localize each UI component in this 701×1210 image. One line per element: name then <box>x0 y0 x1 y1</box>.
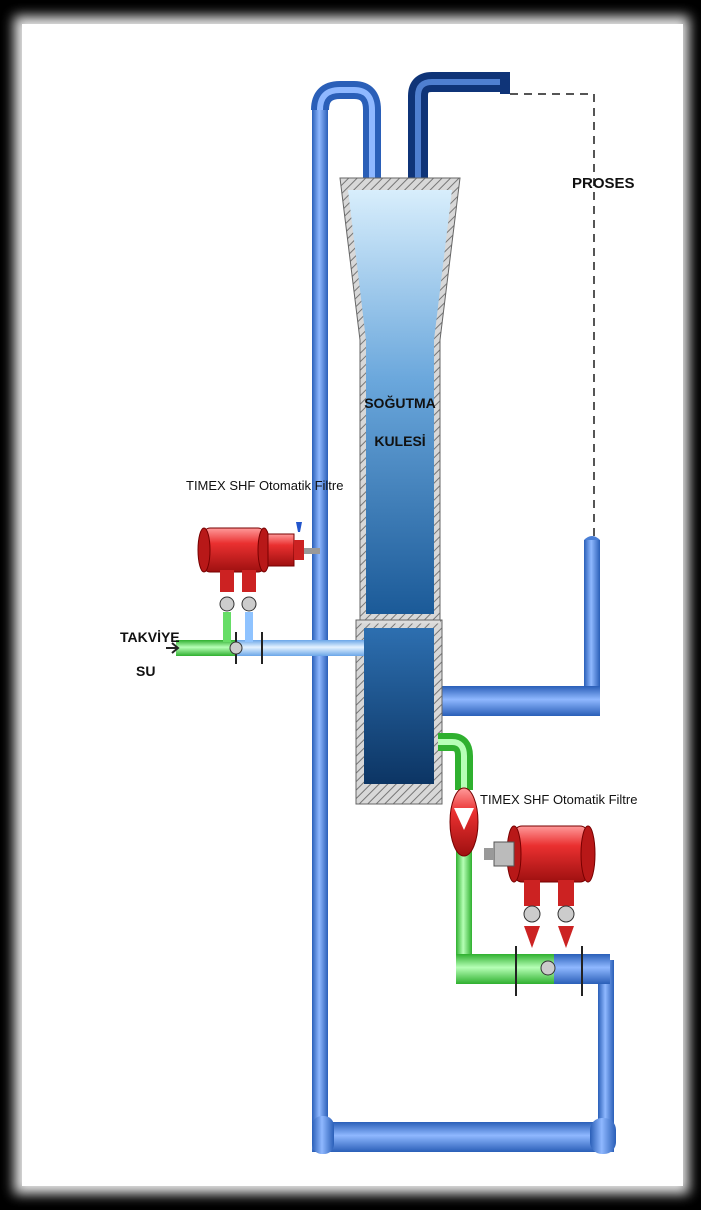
cooling-tower: SOĞUTMA KULESİ <box>339 177 461 805</box>
return-loop-pipe <box>312 106 616 1154</box>
tower-label-line1: SOĞUTMA <box>364 394 436 411</box>
filter-icon <box>484 825 596 948</box>
makeup-label-line2: SU <box>136 663 155 679</box>
filter-icon <box>197 522 320 642</box>
filter-bottom-label: TIMEX SHF Otomatik Filtre <box>480 792 637 807</box>
tower-label-line2: KULESİ <box>374 433 425 449</box>
valve-icon <box>523 905 541 923</box>
arrow-right-icon <box>166 642 180 654</box>
pump-suction-line <box>438 733 610 996</box>
tower-inlet-pipe <box>311 81 381 180</box>
process-return-pipe <box>438 536 600 716</box>
valve-icon <box>219 596 235 612</box>
process-dashed-line <box>510 93 595 536</box>
filter-top-label: TIMEX SHF Otomatik Filtre <box>186 478 343 493</box>
makeup-water-line <box>176 632 364 664</box>
proses-label: PROSES <box>572 175 635 192</box>
makeup-label-line1: TAKVİYE <box>120 629 180 645</box>
pump-icon <box>449 787 479 857</box>
valve-icon <box>540 960 556 976</box>
valve-icon <box>557 905 575 923</box>
valve-icon <box>229 641 243 655</box>
tower-outlet-pipe <box>408 72 510 180</box>
valve-icon <box>241 596 257 612</box>
